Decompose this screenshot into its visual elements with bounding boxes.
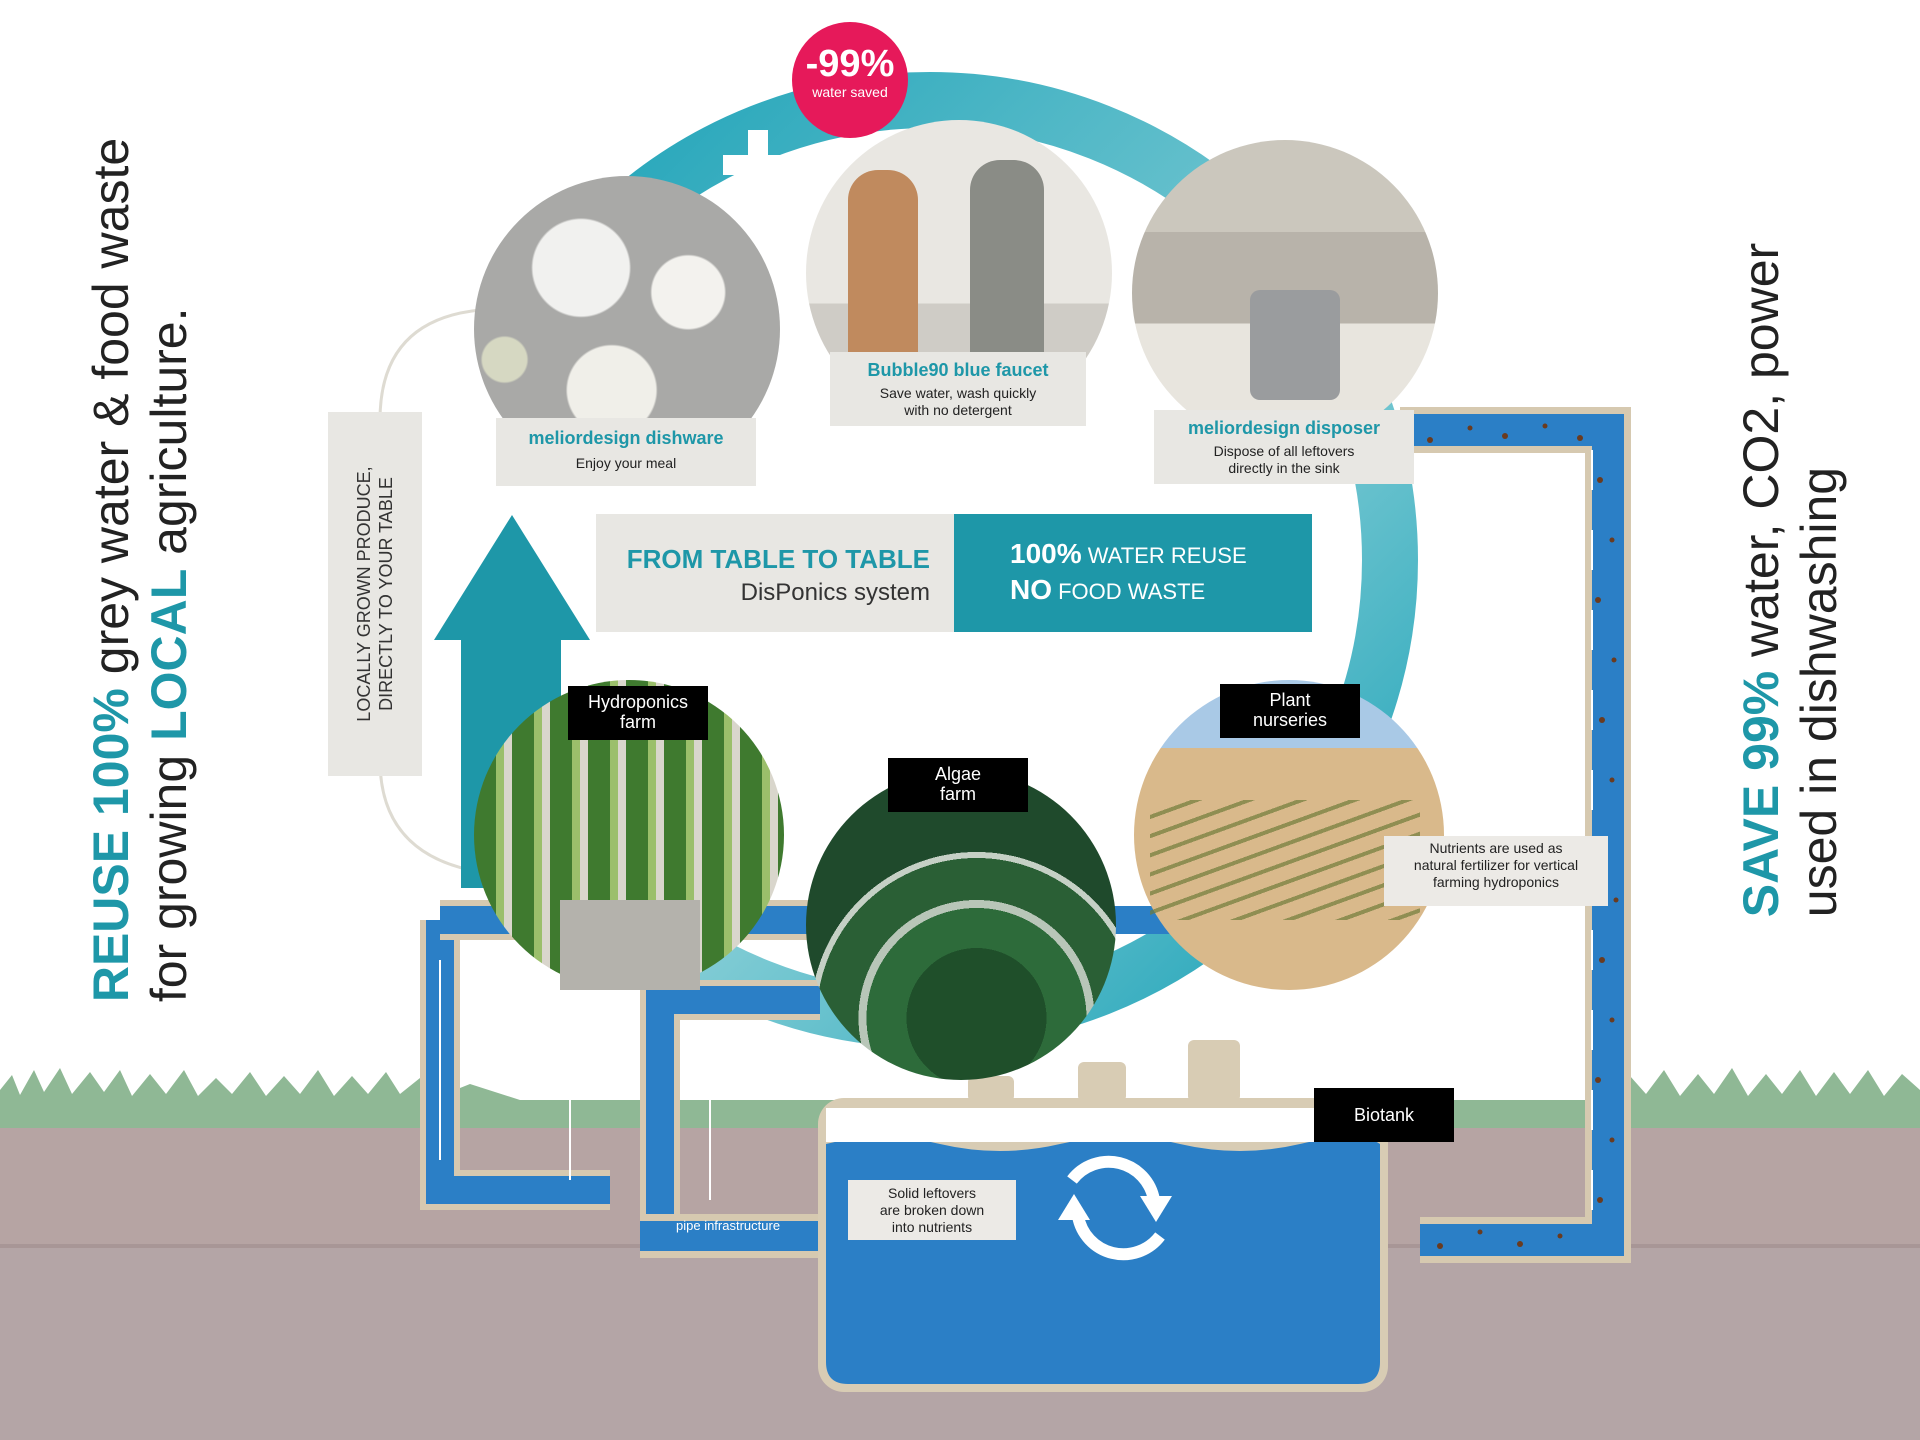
local-produce-label: LOCALLY GROWN PRODUCE, DIRECTLY TO YOUR … [328, 412, 422, 776]
food-waste-text: FOOD WASTE [1052, 579, 1206, 604]
vent-1 [968, 1076, 1014, 1102]
dishware-desc: Enjoy your meal [575, 455, 677, 471]
nurseries-label: Plant nurseries [1220, 684, 1360, 738]
up-arrow-head [434, 515, 590, 640]
local-post: agriculture. [141, 307, 197, 569]
faucet-desc-1: Save water, wash quickly [879, 385, 1037, 401]
algae-line-1: Algae [934, 764, 982, 784]
biotank-water [826, 1137, 1380, 1384]
vent-2 [1078, 1062, 1126, 1102]
nurseries-line-2: nurseries [1252, 710, 1328, 730]
water-reuse-bold: 100% [1010, 538, 1082, 569]
right-headline: SAVE 99% water, CO2, power used in dishw… [1690, 243, 1890, 917]
algae-photo [806, 770, 1116, 1080]
center-banner-right: 100% WATER REUSE NO FOOD WASTE [954, 514, 1312, 632]
dishware-title: meliordesign dishware [528, 428, 724, 448]
faucet-desc-2: with no detergent [904, 402, 1012, 418]
disposer-label: meliordesign disposer Dispose of all lef… [1154, 410, 1414, 484]
disposer-unit [1250, 290, 1340, 400]
save-highlight: SAVE 99% [1733, 670, 1789, 918]
vent-3 [1188, 1040, 1240, 1102]
dishware-label: meliordesign dishware Enjoy your meal [496, 418, 756, 486]
center-banner: FROM TABLE TO TABLE DisPonics system 100… [596, 514, 1312, 632]
center-subtitle: DisPonics system [740, 579, 930, 606]
leftovers-line-2: are broken down [879, 1202, 985, 1218]
local-produce-line-1: LOCALLY GROWN PRODUCE, [354, 466, 374, 722]
hydroponics-line-2: farm [620, 712, 656, 732]
save-text-2: used in dishwashing [1791, 466, 1847, 918]
left-headline: REUSE 100% grey water & food waste for g… [40, 138, 240, 1002]
local-highlight: LOCAL [141, 568, 197, 741]
algae-label: Algae farm [888, 758, 1028, 812]
water-reuse-text: WATER REUSE [1081, 543, 1247, 568]
badge-caption: water saved [812, 84, 888, 100]
pipe-infrastructure-label: pipe infrastructure [676, 1218, 781, 1233]
faucet-label: Bubble90 blue faucet Save water, wash qu… [830, 352, 1086, 426]
nutrients-note: Nutrients are used as natural fertilizer… [1384, 836, 1608, 906]
nursery-rows [1150, 800, 1420, 920]
hydroponics-line-1: Hydroponics [587, 692, 689, 712]
biotank-label: Biotank [1314, 1088, 1454, 1142]
food-waste-bold: NO [1010, 574, 1052, 605]
leftovers-note: Solid leftovers are broken down into nut… [848, 1180, 1016, 1240]
reuse-highlight: REUSE 100% [83, 688, 139, 1003]
hydroponics-label: Hydroponics farm [568, 686, 708, 740]
local-produce-line-2: DIRECTLY TO YOUR TABLE [376, 477, 396, 711]
disposer-title: meliordesign disposer [1187, 418, 1381, 438]
faucet-title: Bubble90 blue faucet [867, 360, 1049, 380]
nutrients-line-2: natural fertilizer for vertical [1413, 857, 1579, 873]
leftovers-line-1: Solid leftovers [888, 1185, 976, 1201]
nurseries-line-1: Plant [1269, 690, 1311, 710]
recycle-icon [1067, 1155, 1165, 1261]
water-saved-badge: -99% water saved [792, 22, 908, 138]
save-text: water, CO2, power [1733, 242, 1789, 671]
disposer-desc-2: directly in the sink [1228, 460, 1340, 476]
person-2 [970, 160, 1044, 390]
badge-value: -99% [805, 43, 895, 85]
center-banner-left: FROM TABLE TO TABLE DisPonics system [596, 514, 954, 632]
hydroponics-floor [560, 900, 700, 990]
nutrients-line-1: Nutrients are used as [1429, 840, 1563, 856]
center-title: FROM TABLE TO TABLE [626, 544, 930, 574]
leftovers-line-3: into nutrients [891, 1219, 973, 1235]
local-pre: for growing [141, 740, 197, 1003]
disposer-desc-1: Dispose of all leftovers [1213, 443, 1355, 459]
reuse-text: grey water & food waste [83, 137, 139, 689]
biotank-text: Biotank [1353, 1105, 1415, 1125]
nutrients-line-3: farming hydroponics [1432, 874, 1560, 890]
algae-line-2: farm [940, 784, 976, 804]
